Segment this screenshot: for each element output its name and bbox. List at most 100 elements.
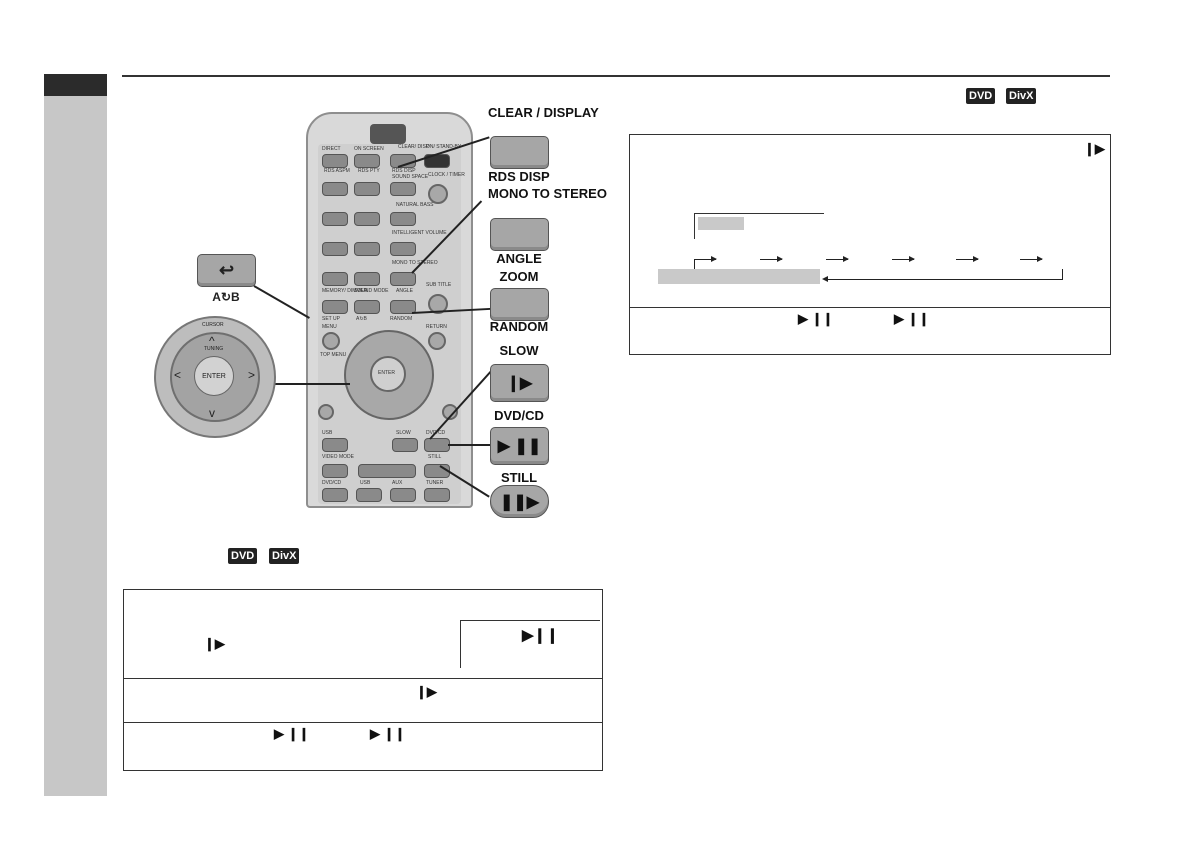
remote-label-src-dvdcd: DVD/CD xyxy=(322,480,342,486)
remote-button[interactable] xyxy=(354,212,380,226)
dvd-cd-label: DVD/CD xyxy=(494,408,544,423)
remote-label-slow: SLOW xyxy=(396,430,411,436)
divx-badge: DivX xyxy=(269,548,300,564)
callout-line xyxy=(253,285,310,319)
play-pause-icon: ▶ ❙❙ xyxy=(370,726,406,741)
remote-zoom-button[interactable] xyxy=(390,300,416,314)
zoom-label: ZOOM xyxy=(499,269,539,284)
remote-label-angle: ANGLE xyxy=(396,288,413,294)
remote-button[interactable] xyxy=(322,272,348,286)
remote-label-on-screen: ON SCREEN xyxy=(354,146,384,152)
remote-label-direct: DIRECT xyxy=(322,146,341,152)
remote-menu-button[interactable] xyxy=(322,332,340,350)
remote-label-enter: ENTER xyxy=(378,370,395,376)
side-tab-header xyxy=(44,74,107,96)
remote-mono-stereo-button[interactable] xyxy=(390,272,416,286)
cursor-up-icon[interactable]: ^ xyxy=(209,334,215,348)
zoom-mode-bar xyxy=(658,269,820,284)
remote-src-aux-button[interactable] xyxy=(390,488,416,502)
remote-button[interactable] xyxy=(354,182,380,196)
remote-label-clear-disp: CLEAR/ DISP xyxy=(398,144,430,150)
slow-label: SLOW xyxy=(499,343,539,358)
remote-label-intelligent-volume: INTELLIGENT VOLUME xyxy=(392,230,447,236)
remote-button[interactable] xyxy=(322,212,348,226)
remote-dvd-play-button[interactable] xyxy=(424,438,450,452)
still-icon: ❚❚▶ xyxy=(499,493,540,511)
remote-slow-button[interactable] xyxy=(392,438,418,452)
remote-stop-button[interactable] xyxy=(358,464,416,478)
remote-direct-button[interactable] xyxy=(322,154,348,168)
side-tab xyxy=(44,74,107,796)
remote-usb-play-button[interactable] xyxy=(322,438,348,452)
remote-button[interactable] xyxy=(322,300,348,314)
top-rule xyxy=(122,75,1110,77)
remote-button[interactable] xyxy=(322,242,348,256)
clear-display-label: CLEAR / DISPLAY xyxy=(488,105,599,120)
play-pause-icon: ▶ ❙❙ xyxy=(894,311,930,326)
remote-enter-button[interactable] xyxy=(370,356,406,392)
remote-label-ab: A↻B xyxy=(356,316,367,322)
remote-video-mode-button[interactable] xyxy=(322,464,348,478)
divx-badge: DivX xyxy=(1006,88,1037,104)
remote-label-sub-title: SUB TITLE xyxy=(426,282,452,288)
remote-natural-bass-button[interactable] xyxy=(390,212,416,226)
remote-label-on-standby: ON/ STAND-BY xyxy=(426,144,462,150)
remote-label-top-menu: TOP MENU xyxy=(320,352,347,358)
remote-on-screen-button[interactable] xyxy=(354,154,380,168)
remote-src-usb-button[interactable] xyxy=(356,488,382,502)
remote-label-usb: USB xyxy=(322,430,333,436)
angle-button[interactable] xyxy=(490,218,549,251)
remote-skip-forward-button[interactable] xyxy=(442,404,458,420)
cursor-down-icon[interactable]: v xyxy=(209,406,215,420)
ab-repeat-button[interactable]: ↩ xyxy=(197,254,256,287)
dvd-badge: DVD xyxy=(228,548,258,564)
brand-logo-icon xyxy=(370,124,406,144)
slow-icon: ❙▶ xyxy=(204,636,225,651)
remote-volume-button[interactable] xyxy=(390,242,416,256)
slow-button[interactable]: ❙▶ xyxy=(490,364,549,402)
remote-label-menu: MENU xyxy=(322,324,337,330)
remote-src-dvd-button[interactable] xyxy=(322,488,348,502)
dvd-cd-play-pause-button[interactable]: ▶ ❚❚ xyxy=(490,427,549,465)
mono-to-stereo-label: MONO TO STEREO xyxy=(488,186,607,201)
cursor-left-icon[interactable]: < xyxy=(174,368,182,382)
remote-label-rds-aspm: RDS ASPM xyxy=(324,168,350,174)
remote-sound-space-button[interactable] xyxy=(390,182,416,196)
play-pause-icon: ▶❙❙ xyxy=(522,627,559,644)
remote-src-tuner-button[interactable] xyxy=(424,488,450,502)
remote-clock-button[interactable] xyxy=(428,184,448,204)
remote-button[interactable] xyxy=(354,242,380,256)
zoom-button[interactable] xyxy=(490,288,549,321)
random-label: RANDOM xyxy=(489,319,549,334)
remote-label-clock-timer: CLOCK / TIMER xyxy=(428,172,465,178)
rds-disp-label: RDS DISP xyxy=(488,169,550,184)
ab-repeat-label: A↻B xyxy=(212,290,240,304)
angle-label: ANGLE xyxy=(496,251,542,266)
play-pause-icon: ▶ ❙❙ xyxy=(798,311,834,326)
remote-label-random: RANDOM xyxy=(390,316,413,322)
remote-subtitle-button[interactable] xyxy=(428,294,448,314)
slow-icon: ❙▶ xyxy=(1084,141,1105,156)
remote-button[interactable] xyxy=(322,182,348,196)
slow-icon: ❙▶ xyxy=(416,684,437,699)
remote-label-memory-dimmer: MEMORY/ DIMMER xyxy=(322,288,368,294)
remote-label-natural-bass: NATURAL BASS xyxy=(396,202,434,208)
remote-label-mono-to-stereo: MONO TO STEREO xyxy=(392,260,438,266)
still-label: STILL xyxy=(500,470,538,485)
callout-line xyxy=(272,383,350,385)
remote-return-button[interactable] xyxy=(428,332,446,350)
still-button[interactable]: ❚❚▶ xyxy=(490,485,549,518)
enter-button[interactable]: ENTER xyxy=(194,356,234,396)
cursor-right-icon[interactable]: > xyxy=(248,368,256,382)
remote-label-src-tuner: TUNER xyxy=(426,480,444,486)
cursor-pad[interactable]: CURSOR ^ v < > TUNING ENTER xyxy=(154,316,276,438)
remote-label-src-usb: USB xyxy=(360,480,371,486)
remote-skip-back-button[interactable] xyxy=(318,404,334,420)
clear-display-button[interactable] xyxy=(490,136,549,169)
play-pause-icon: ▶ ❚❚ xyxy=(497,438,542,455)
remote-button[interactable] xyxy=(354,272,380,286)
remote-label-video-mode: VIDEO MODE xyxy=(322,454,354,460)
remote-label-src-aux: AUX xyxy=(392,480,403,486)
remote-ab-button[interactable] xyxy=(354,300,380,314)
callout-line xyxy=(448,444,490,446)
